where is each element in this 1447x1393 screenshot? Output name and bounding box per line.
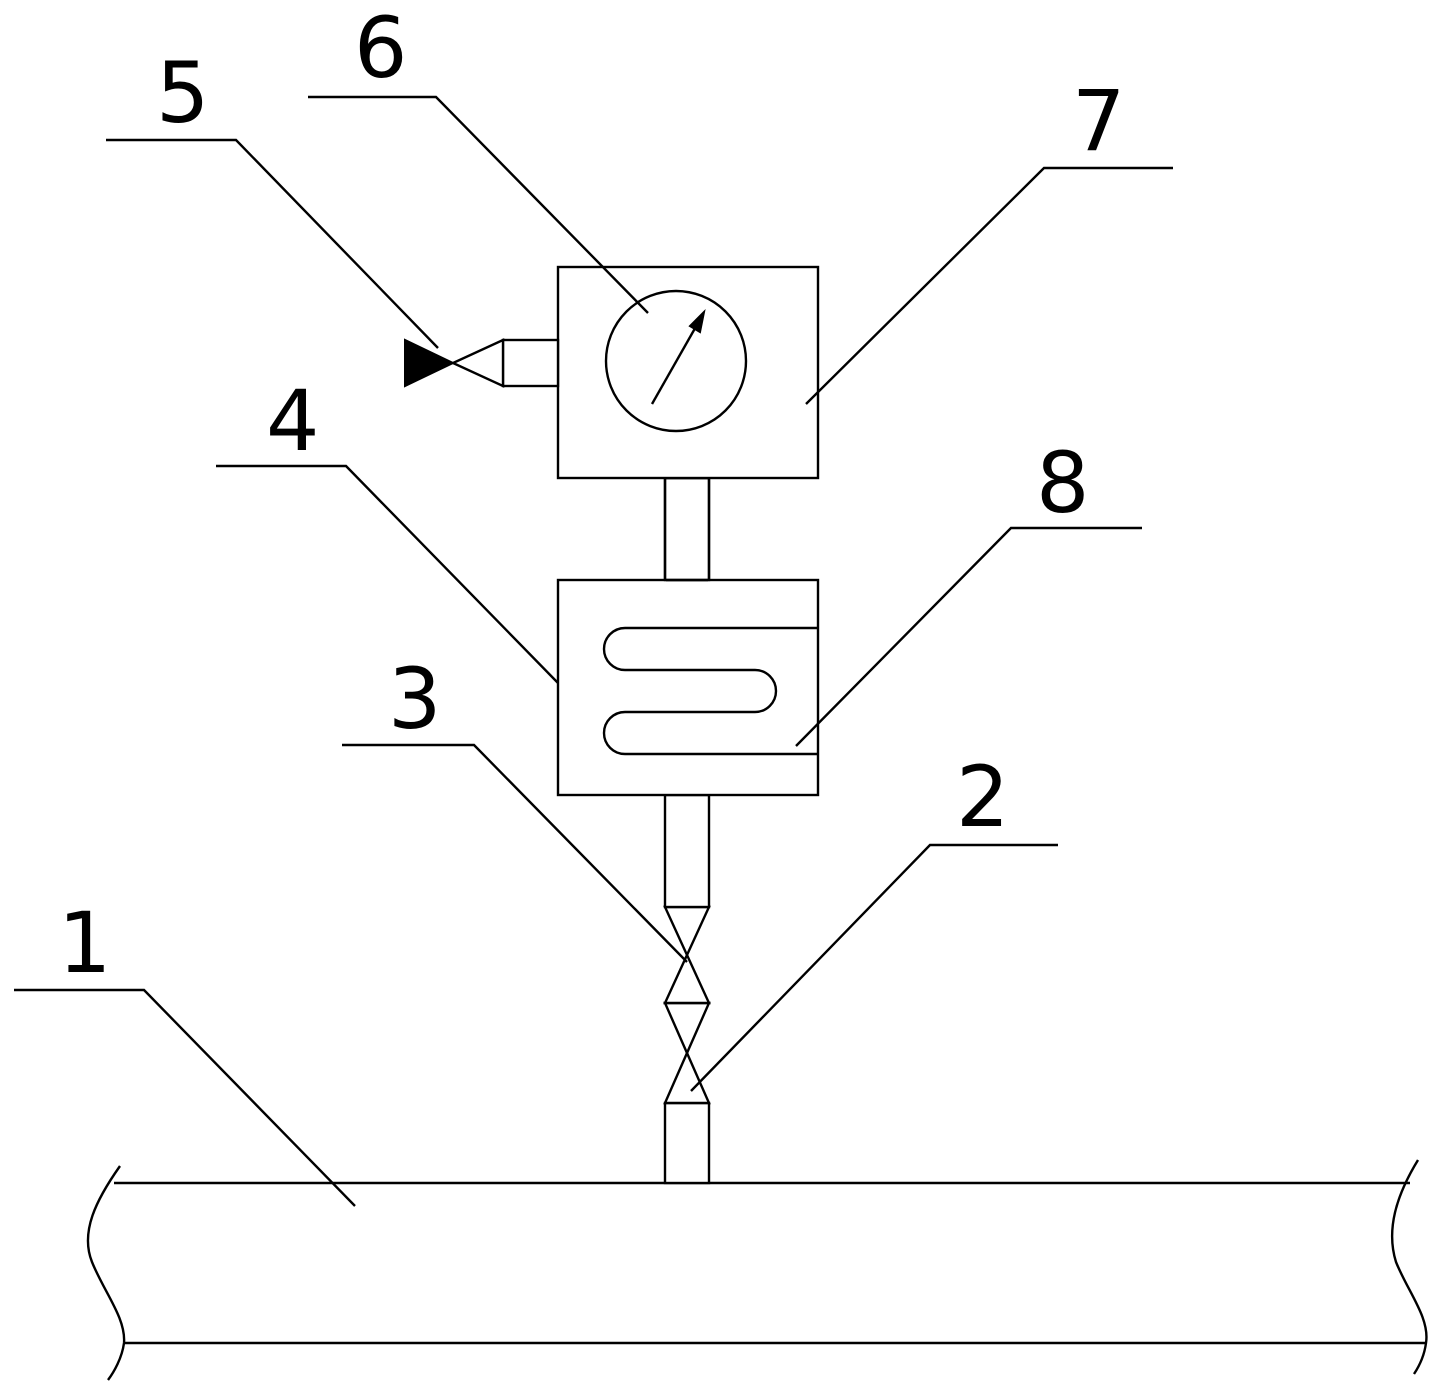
label-8: 8 (1036, 434, 1089, 532)
label-4: 4 (266, 372, 319, 470)
label-2: 2 (956, 748, 1009, 846)
label-1: 1 (58, 894, 111, 992)
leader-8 (795, 526, 1142, 747)
leader-3 (342, 743, 688, 963)
number-labels: 1 2 3 4 5 6 7 8 (58, 0, 1125, 992)
leader-1 (14, 988, 356, 1207)
leader-6 (308, 95, 649, 314)
label-3: 3 (388, 650, 441, 748)
leader-lines (14, 95, 1173, 1207)
valve-3 (663, 905, 711, 1005)
pipe-break-right (1390, 1159, 1428, 1375)
upper-tube (663, 476, 711, 582)
lower-tube (663, 793, 711, 909)
label-6: 6 (354, 0, 407, 97)
gauge-needle (650, 315, 704, 405)
outlet-valve (404, 338, 505, 388)
riser-tube (663, 1101, 711, 1185)
leader-4 (216, 464, 559, 684)
pipe-break-left (86, 1165, 126, 1381)
leader-2 (690, 843, 1058, 1092)
leader-5 (106, 138, 439, 349)
gauge-needle-head (688, 308, 706, 334)
leader-7 (805, 166, 1173, 405)
pressure-gauge (604, 289, 748, 433)
side-port (501, 338, 560, 388)
main-pipe (86, 1159, 1428, 1381)
label-5: 5 (156, 44, 209, 142)
label-7: 7 (1072, 72, 1125, 170)
cooling-coil (602, 626, 818, 756)
cooling-box (556, 578, 820, 797)
valve-2 (663, 1001, 711, 1105)
